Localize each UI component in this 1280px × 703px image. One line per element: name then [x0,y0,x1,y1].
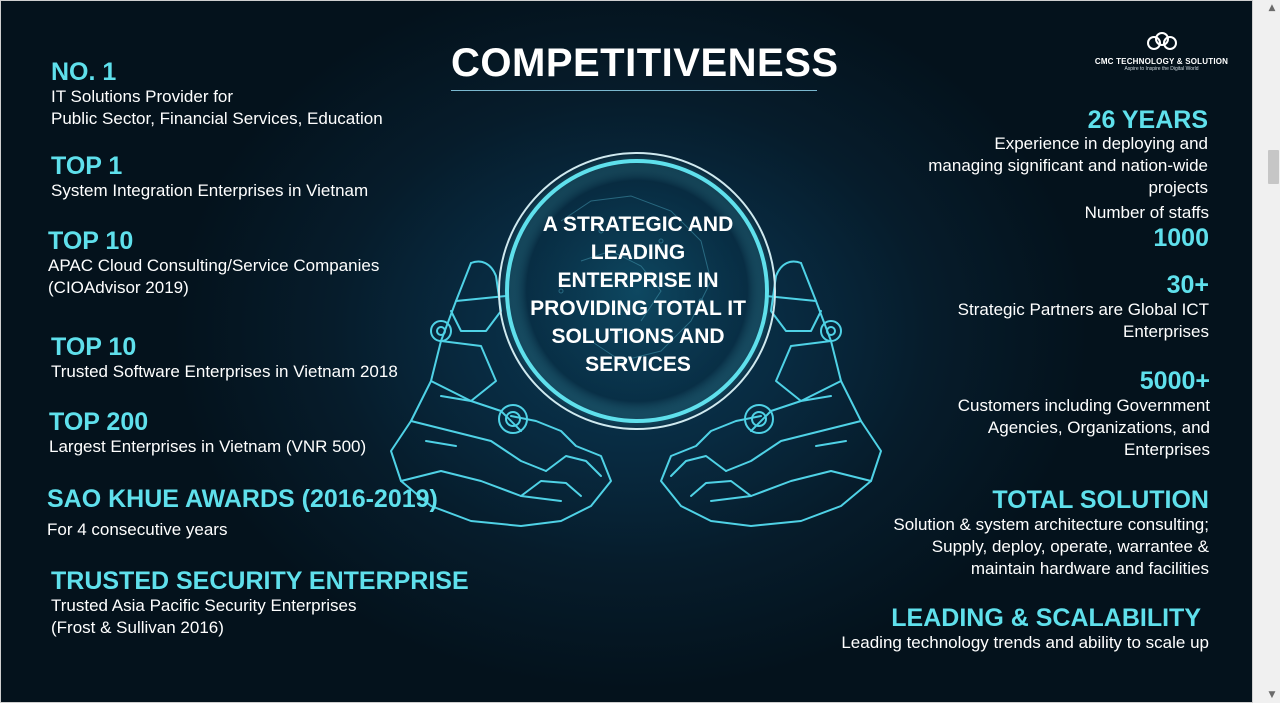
item-desc: Enterprises [1123,322,1209,341]
logo-name: CMC TECHNOLOGY & SOLUTION [1094,57,1229,66]
item-desc: For 4 consecutive years [47,520,228,539]
item-heading: TOP 200 [49,408,149,436]
right-item-staffs: Number of staffs 1000 [1085,202,1209,252]
item-heading: NO. 1 [51,58,117,86]
center-statement: A STRATEGIC AND LEADING ENTERPRISE IN PR… [530,213,746,376]
item-desc: Enterprises [1124,440,1210,459]
left-item-top10-software: TOP 10 Trusted Software Enterprises in V… [51,333,398,383]
item-desc: (CIOAdvisor 2019) [48,278,189,297]
item-desc: Customers including Government [957,396,1210,415]
left-item-top1: TOP 1 System Integration Enterprises in … [51,152,368,202]
item-heading: TRUSTED SECURITY ENTERPRISE [51,567,469,595]
item-desc: Supply, deploy, operate, warrantee & [931,537,1209,556]
item-heading: 30+ [1166,271,1209,299]
right-item-total-solution: TOTAL SOLUTION Solution & system archite… [893,486,1209,580]
left-item-top10-cloud: TOP 10 APAC Cloud Consulting/Service Com… [48,227,379,299]
item-desc: projects [1148,178,1208,197]
scroll-up-icon[interactable]: ▲ [1268,3,1276,13]
item-desc: Leading technology trends and ability to… [841,633,1209,652]
item-desc: Public Sector, Financial Services, Educa… [51,109,383,128]
item-heading: TOP 10 [51,333,137,361]
item-desc: APAC Cloud Consulting/Service Companies [48,256,380,275]
item-heading: LEADING & SCALABILITY [891,604,1201,632]
cloud-logo-icon [1146,32,1177,50]
item-desc: Experience in deploying and [994,134,1208,153]
right-item-26-years: 26 YEARS Experience in deploying and man… [928,107,1208,199]
item-desc: Trusted Software Enterprises in Vietnam … [51,362,398,381]
presentation-slide: COMPETITIVENESS CMC TECHNOLOGY & SOLUTIO… [0,0,1253,703]
left-item-security: TRUSTED SECURITY ENTERPRISE Trusted Asia… [51,567,469,639]
item-desc: Strategic Partners are Global ICT [957,300,1209,319]
item-heading: 1000 [1153,224,1209,252]
globe-icon [498,152,776,430]
item-desc: Solution & system architecture consultin… [893,515,1209,534]
left-item-sao-khue: SAO KHUE AWARDS (2016-2019) For 4 consec… [47,485,438,541]
item-heading: SAO KHUE AWARDS (2016-2019) [47,485,438,513]
item-desc: IT Solutions Provider for [51,87,234,106]
title-underline [451,90,817,91]
logo-tagline: Aspire to Inspire the Digital World [1124,66,1199,72]
item-desc: managing significant and nation-wide [928,156,1208,175]
item-label: Number of staffs [1084,203,1209,222]
right-item-customers: 5000+ Customers including Government Age… [958,367,1210,461]
company-logo: CMC TECHNOLOGY & SOLUTION Aspire to Insp… [1094,31,1229,73]
scrollbar-thumb[interactable] [1268,150,1279,184]
item-desc: Agencies, Organizations, and [987,418,1210,437]
item-desc: (Frost & Sullivan 2016) [51,618,224,637]
item-desc: Largest Enterprises in Vietnam (VNR 500) [49,437,367,456]
left-item-top200: TOP 200 Largest Enterprises in Vietnam (… [49,408,366,458]
item-desc: System Integration Enterprises in Vietna… [51,181,369,200]
page-title: COMPETITIVENESS [451,41,839,85]
item-heading: TOTAL SOLUTION [992,486,1209,514]
left-item-no1: NO. 1 IT Solutions Provider for Public S… [51,58,383,130]
vertical-scrollbar[interactable] [1258,0,1280,703]
item-desc: maintain hardware and facilities [970,559,1209,578]
item-desc: Trusted Asia Pacific Security Enterprise… [51,596,357,615]
item-heading: 5000+ [1139,367,1210,395]
item-heading: 26 YEARS [1087,106,1208,134]
right-item-leading: LEADING & SCALABILITY Leading technology… [841,604,1209,654]
item-heading: TOP 1 [51,152,123,180]
right-item-partners: 30+ Strategic Partners are Global ICT En… [958,271,1209,343]
item-heading: TOP 10 [48,227,134,255]
robot-hands-icon [390,152,882,527]
scroll-down-icon[interactable]: ▼ [1268,690,1276,700]
